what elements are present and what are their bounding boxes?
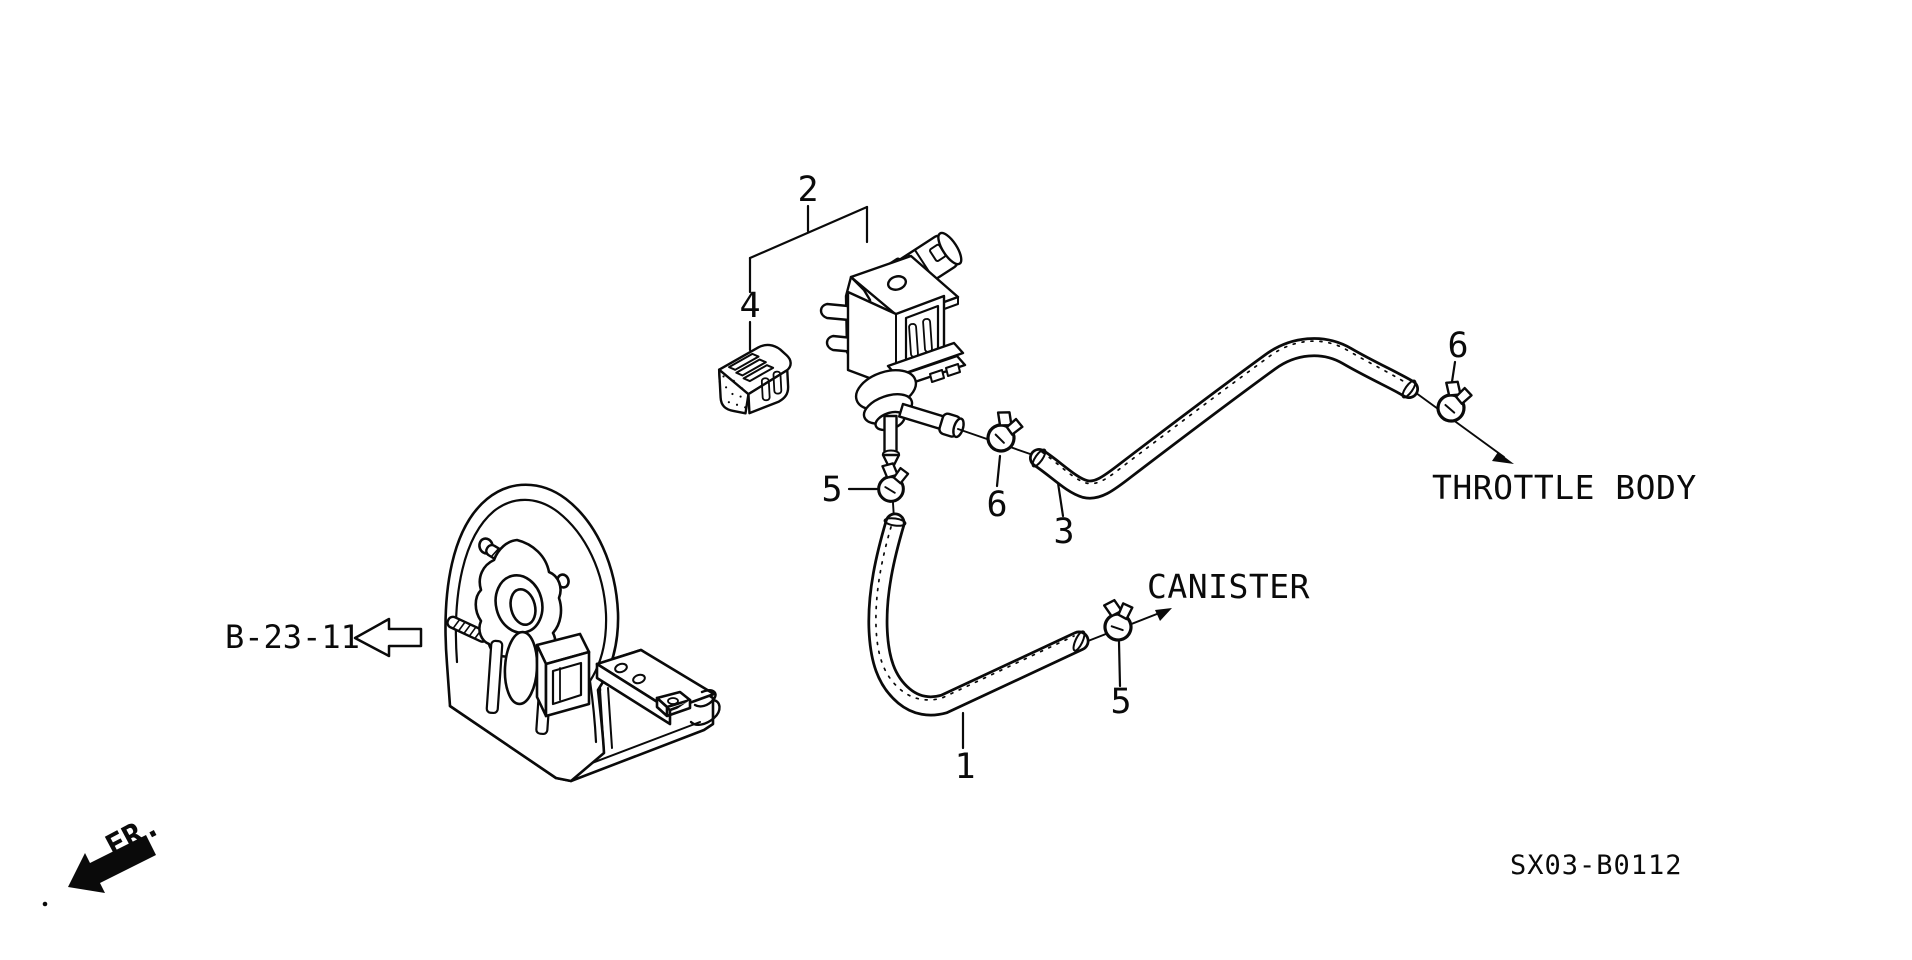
throttle-arrow-line — [1411, 389, 1505, 458]
callout-6-valve[interactable]: 6 — [986, 485, 1007, 525]
bracket-leg — [485, 639, 504, 715]
fr-direction-indicator: FR. — [42, 807, 166, 907]
left-block-arrow-icon — [353, 617, 423, 658]
callouts: 2 4 5 6 3 6 5 1 — [739, 170, 1468, 787]
purge-control-solenoid-valve — [819, 231, 967, 473]
reference-code-label[interactable]: B-23-11 — [225, 618, 360, 656]
reference-b-23-11[interactable]: B-23-11 — [225, 617, 423, 658]
callout-leader-lines — [748, 204, 1457, 750]
hose-clamp-canister-end — [1098, 595, 1140, 645]
valve-outlet-port — [897, 402, 965, 439]
callout-4[interactable]: 4 — [739, 286, 760, 326]
callout-2[interactable]: 2 — [797, 170, 818, 210]
scan-speck — [42, 901, 48, 907]
callout-5-canister[interactable]: 5 — [1110, 682, 1131, 722]
canister-arrowhead-icon — [1155, 608, 1172, 621]
callout-5-valve[interactable]: 5 — [821, 470, 842, 510]
bracket-hook — [689, 689, 721, 726]
hose-clamp-valve-outlet — [983, 407, 1027, 457]
connector-stipple — [722, 375, 747, 409]
mounting-bracket — [444, 483, 721, 783]
hose-clamp-throttle-end — [1434, 377, 1476, 426]
callout-3[interactable]: 3 — [1053, 512, 1074, 552]
canister-label: CANISTER — [1147, 567, 1310, 606]
hose-clamp-valve-bottom — [877, 461, 910, 503]
bracket-nut — [655, 690, 692, 718]
bracket-clip-channel — [535, 632, 591, 718]
valve-connector — [717, 343, 792, 415]
throttle-arrowhead-icon — [1492, 452, 1514, 464]
fr-arrow-icon — [68, 835, 156, 893]
canister-hose — [867, 512, 1090, 717]
throttle-hose — [1029, 337, 1419, 500]
diagram-code-label: SX03-B0112 — [1510, 850, 1683, 881]
throttle-body-label: THROTTLE BODY — [1432, 468, 1697, 507]
callout-1[interactable]: 1 — [954, 747, 975, 787]
callout-6-throttle[interactable]: 6 — [1447, 326, 1468, 366]
